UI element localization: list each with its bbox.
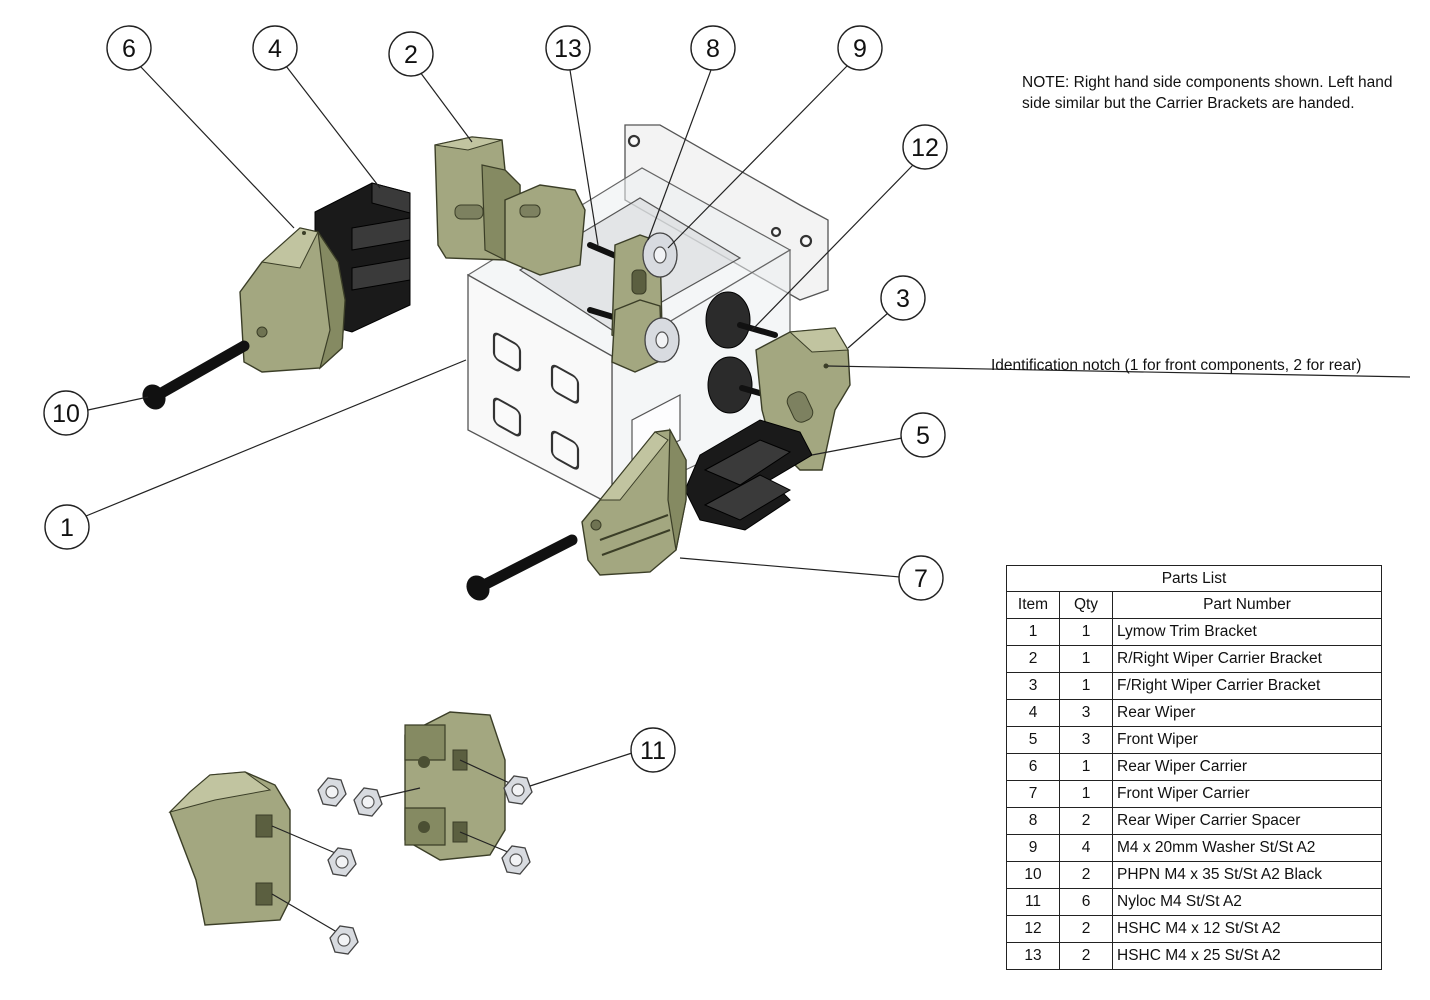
cell-item: 3 [1006,672,1060,700]
table-row: 7 1 Front Wiper Carrier [1006,780,1382,808]
nyloc-detail-carrier-right [404,711,506,861]
cell-part-number: Front Wiper Carrier [1112,780,1382,808]
front-wiper-part [684,419,813,531]
cell-qty: 6 [1059,888,1113,916]
cell-qty: 1 [1059,645,1113,673]
cell-item: 7 [1006,780,1060,808]
balloon-number: 1 [60,514,74,542]
balloon-number: 12 [911,134,939,162]
cell-qty: 4 [1059,834,1113,862]
balloon-3: 3 [880,275,926,321]
parts-list-title: Parts List [1006,565,1382,592]
cell-item: 13 [1006,942,1060,970]
table-row: 13 2 HSHC M4 x 25 St/St A2 [1006,942,1382,970]
cell-item: 9 [1006,834,1060,862]
cell-part-number: PHPN M4 x 35 St/St A2 Black [1112,861,1382,889]
cell-item: 12 [1006,915,1060,943]
table-row: 10 2 PHPN M4 x 35 St/St A2 Black [1006,861,1382,889]
cell-item: 10 [1006,861,1060,889]
balloon-number: 6 [122,35,136,63]
balloon-11: 11 [630,727,676,773]
assembly-note: NOTE: Right hand side components shown. … [1022,74,1393,112]
cell-qty: 1 [1059,618,1113,646]
cell-qty: 1 [1059,672,1113,700]
cell-qty: 1 [1059,753,1113,781]
table-row: 1 1 Lymow Trim Bracket [1006,618,1382,646]
balloon-number: 8 [706,35,720,63]
balloon-number: 2 [404,41,418,69]
balloon-9: 9 [837,25,883,71]
balloon-8: 8 [690,25,736,71]
balloon-12: 12 [902,124,948,170]
table-row: 5 3 Front Wiper [1006,726,1382,754]
cell-part-number: R/Right Wiper Carrier Bracket [1112,645,1382,673]
balloon-2: 2 [388,31,434,77]
cell-item: 8 [1006,807,1060,835]
balloon-13: 13 [545,25,591,71]
front-wiper-carrier-part [581,427,687,576]
table-row: 8 2 Rear Wiper Carrier Spacer [1006,807,1382,835]
balloon-number: 10 [52,400,80,428]
table-row: 4 3 Rear Wiper [1006,699,1382,727]
balloon-number: 9 [853,35,867,63]
phpn-screw-part [142,340,250,410]
cell-part-number: HSHC M4 x 25 St/St A2 [1112,942,1382,970]
balloon-number: 11 [640,737,666,765]
cell-item: 6 [1006,753,1060,781]
balloon-number: 13 [554,35,582,63]
cell-part-number: HSHC M4 x 12 St/St A2 [1112,915,1382,943]
nyloc-nut-part [271,759,533,955]
balloon-number: 4 [268,35,282,63]
cell-part-number: Rear Wiper [1112,699,1382,727]
rear-carrier-bracket-part [434,136,586,276]
cell-part-number: F/Right Wiper Carrier Bracket [1112,672,1382,700]
balloon-7: 7 [898,555,944,601]
washer-part [642,232,753,414]
table-row: 11 6 Nyloc M4 St/St A2 [1006,888,1382,916]
cell-item: 2 [1006,645,1060,673]
rear-wiper-carrier-part [239,227,346,373]
column-header-qty: Qty [1059,591,1113,619]
cell-qty: 2 [1059,915,1113,943]
table-row: 12 2 HSHC M4 x 12 St/St A2 [1006,915,1382,943]
balloon-number: 5 [916,422,930,450]
balloon-1: 1 [44,504,90,550]
cell-qty: 1 [1059,780,1113,808]
cell-qty: 2 [1059,942,1113,970]
cell-qty: 3 [1059,699,1113,727]
balloon-number: 3 [896,285,910,313]
cell-part-number: Rear Wiper Carrier Spacer [1112,807,1382,835]
phpn-screw-front-part [466,534,578,601]
cell-part-number: Front Wiper [1112,726,1382,754]
table-row: 3 1 F/Right Wiper Carrier Bracket [1006,672,1382,700]
table-row: 2 1 R/Right Wiper Carrier Bracket [1006,645,1382,673]
cell-part-number: M4 x 20mm Washer St/St A2 [1112,834,1382,862]
balloon-number: 7 [914,565,928,593]
table-row: 6 1 Rear Wiper Carrier [1006,753,1382,781]
cell-qty: 2 [1059,807,1113,835]
column-header-part-number: Part Number [1112,591,1382,619]
cell-part-number: Nyloc M4 St/St A2 [1112,888,1382,916]
identification-notch-callout: Identification notch (1 for front compon… [991,357,1362,374]
cell-qty: 2 [1059,861,1113,889]
cell-part-number: Rear Wiper Carrier [1112,753,1382,781]
parts-list-table: Parts List Item Qty Part Number 1 1 Lymo… [1006,565,1382,970]
cell-item: 4 [1006,699,1060,727]
cell-item: 11 [1006,888,1060,916]
cell-part-number: Lymow Trim Bracket [1112,618,1382,646]
cell-qty: 3 [1059,726,1113,754]
balloon-4: 4 [252,25,298,71]
cell-item: 5 [1006,726,1060,754]
balloon-10: 10 [43,390,89,436]
nyloc-detail-carrier-left [168,771,291,926]
leader-lines [85,64,1411,787]
cell-item: 1 [1006,618,1060,646]
balloon-5: 5 [900,412,946,458]
column-header-item: Item [1006,591,1060,619]
balloon-6: 6 [106,25,152,71]
table-row: 9 4 M4 x 20mm Washer St/St A2 [1006,834,1382,862]
